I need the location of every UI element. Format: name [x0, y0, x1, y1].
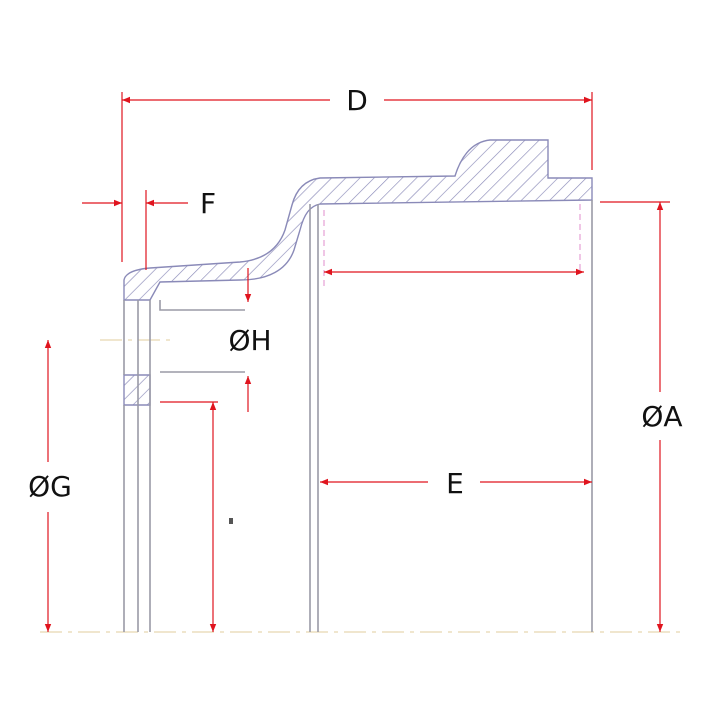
inner-tube-left: [123, 300, 151, 632]
upper-wall-hatch: [123, 139, 593, 301]
dimension-f: F: [82, 187, 216, 270]
dimension-e: E: [320, 467, 592, 500]
dimension-inner-bore: [160, 401, 218, 632]
inner-tube-mid: [309, 204, 319, 632]
lower-lip-hatch: [123, 374, 151, 406]
label-a: ØA: [641, 400, 682, 433]
label-f: F: [200, 187, 216, 220]
label-d: D: [346, 84, 368, 117]
label-e: E: [446, 467, 464, 500]
label-h: ØH: [228, 324, 271, 357]
body-outline: [123, 200, 593, 632]
dimension-h: ØH: [228, 268, 272, 412]
dimension-d: D: [121, 84, 593, 262]
dimension-g: ØG: [28, 340, 72, 632]
label-g: ØG: [28, 470, 72, 503]
stray-mark: [229, 518, 233, 524]
thin-inner-line: [159, 300, 245, 373]
dimension-a: ØA: [600, 201, 683, 632]
